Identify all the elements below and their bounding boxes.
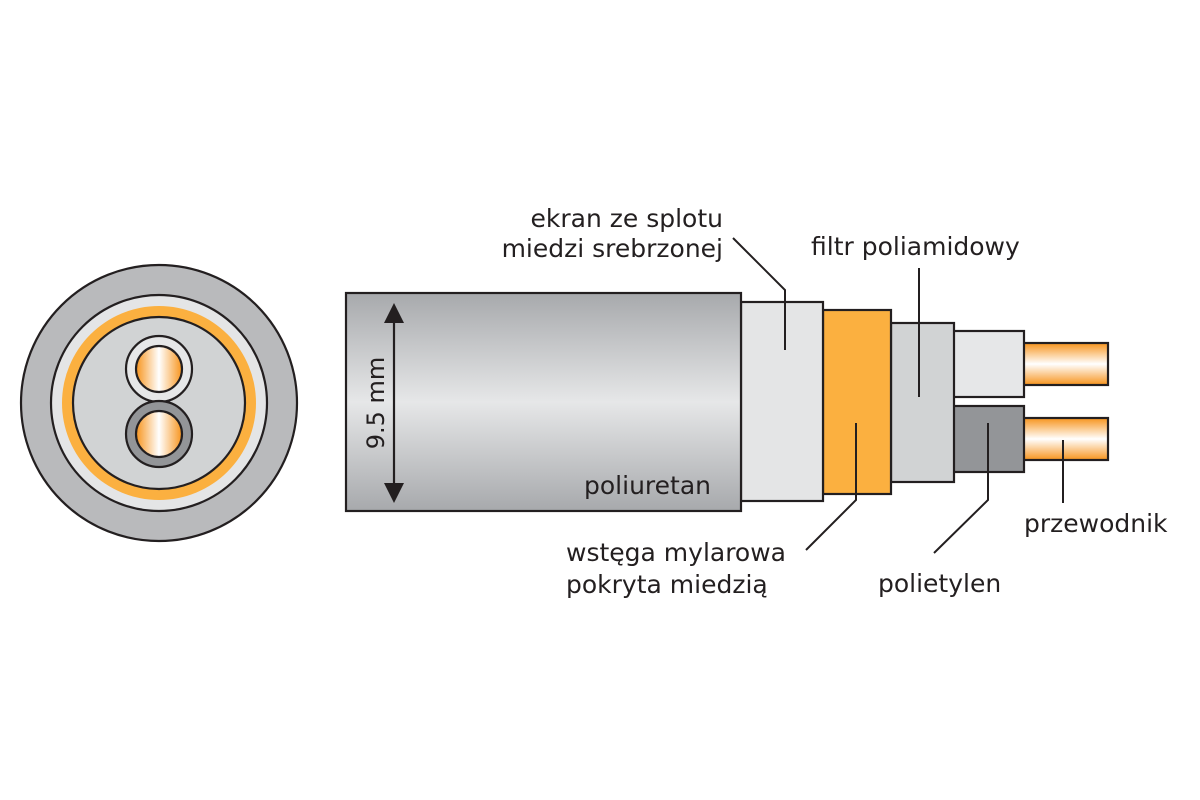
side-view: 9.5 mm poliuretan — [344, 291, 1110, 513]
cross-conductor-bottom — [134, 409, 184, 459]
side-jacket — [344, 291, 743, 513]
side-insulation-top — [950, 329, 1026, 399]
side-filter — [889, 321, 956, 484]
side-braid-shield — [739, 300, 825, 503]
side-conductor-top — [1018, 341, 1110, 387]
label-filter: filtr poliamidowy — [811, 232, 1020, 261]
label-polyethylene: polietylen — [878, 569, 1001, 598]
leader-lines — [732, 237, 1064, 554]
label-mylar-tape-line2: pokryta miedzią — [566, 570, 768, 599]
leader-braid-shield — [732, 237, 786, 350]
label-braid-shield-line2: miedzi srebrzonej — [502, 234, 723, 263]
dimension-label: 9.5 mm — [362, 357, 390, 450]
cross-section — [19, 263, 299, 543]
cross-conductor-top — [134, 344, 184, 394]
dimension-arrow — [384, 303, 404, 503]
label-mylar-tape-line1: wstęga mylarowa — [566, 538, 786, 567]
leader-polyethylene — [933, 423, 989, 554]
label-braid-shield-line1: ekran ze splotu — [531, 204, 723, 233]
label-conductor: przewodnik — [1024, 509, 1168, 538]
leader-mylar-tape — [805, 423, 857, 551]
label-jacket: poliuretan — [584, 471, 711, 500]
